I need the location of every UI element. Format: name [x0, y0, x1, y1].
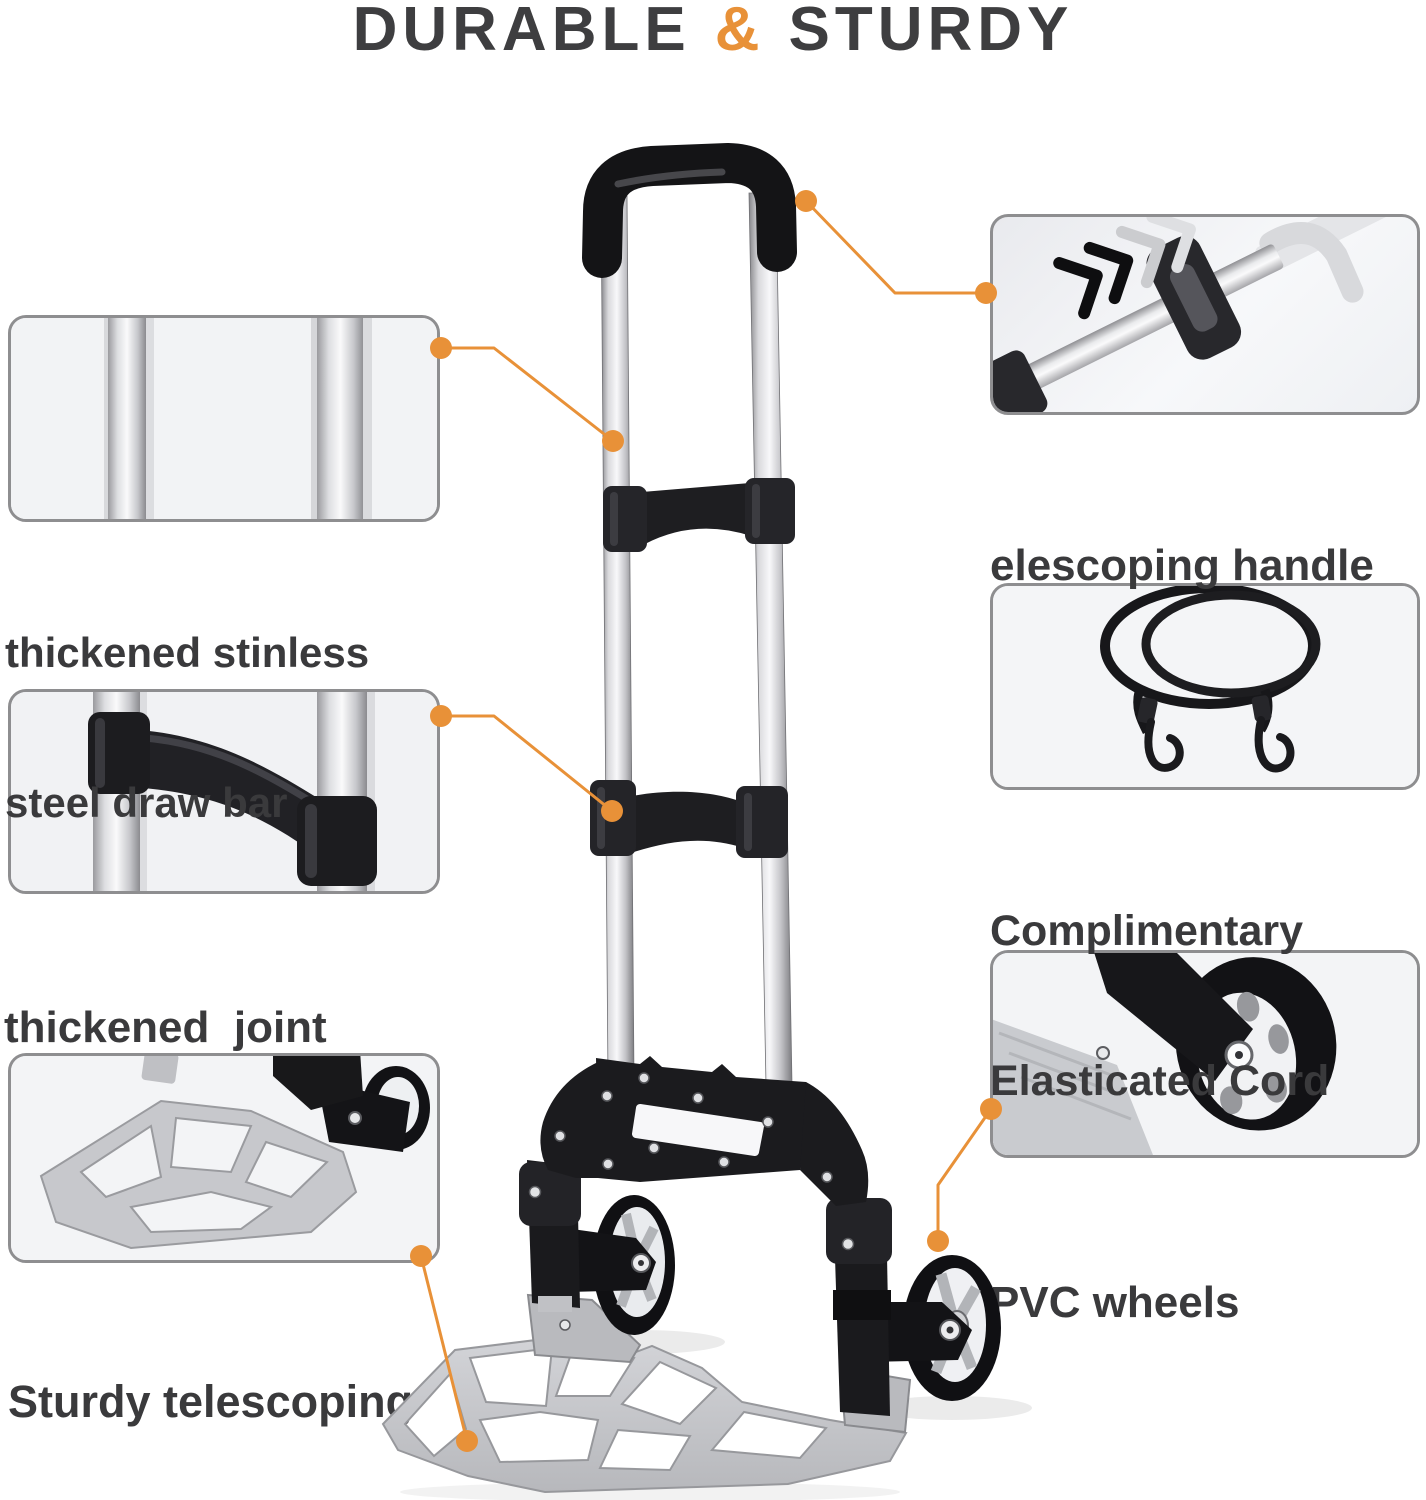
feature-card-wheels: [990, 950, 1420, 1158]
label-line: PVC wheels: [990, 1278, 1240, 1327]
callout-line-wheels: [936, 1108, 993, 1241]
frame-rivets: [554, 1072, 833, 1183]
cord-hook-left: [1144, 718, 1184, 772]
drawbar-closeup-icon: [11, 318, 437, 519]
cord-ferrule-right: [1251, 695, 1272, 722]
ghost-tube: [1255, 217, 1400, 275]
plate-closeup-icon: [11, 1056, 437, 1260]
pvc-wheel-icon: [993, 953, 1417, 1155]
title-word-durable: DURABLE: [352, 0, 691, 64]
ground-shadow: [400, 1330, 1032, 1500]
cord-ferrule-left: [1137, 697, 1158, 724]
feature-label-handle: elescoping handle: [990, 441, 1374, 691]
feature-label-wheels: PVC wheels: [990, 1178, 1239, 1428]
telescoping-handle-icon: [993, 217, 1400, 412]
label-line: thickened joint: [4, 1003, 327, 1052]
feature-label-plate: Sturdy telescoping plate: [8, 1264, 413, 1500]
truck-crossbar: [603, 478, 795, 552]
feature-card-cord: [990, 583, 1420, 790]
feature-card-joint: [8, 689, 440, 894]
telescoping-assembly: [993, 217, 1400, 412]
truck-handle-grip: [582, 143, 797, 278]
draw-bar-tube-right: [317, 318, 364, 519]
label-line: elescoping handle: [990, 541, 1374, 590]
callout-dot-draw-bar-product: [602, 430, 624, 452]
draw-bar-tube-left: [108, 318, 146, 519]
callouts: [419, 199, 993, 1442]
label-line: Elasticated Cord: [990, 1057, 1330, 1105]
callout-dot-joint-product: [601, 800, 623, 822]
closeup-plate-edge: [993, 1019, 1153, 1155]
folding-plate-shape: [39, 1099, 358, 1250]
truck-wheel-forks: [565, 1228, 972, 1362]
callout-dots: [410, 190, 1002, 1452]
joint-bar: [139, 730, 323, 860]
callout-dot-plate-product: [456, 1430, 478, 1452]
label-line: Complimentary: [990, 907, 1304, 955]
plate-hinge: [141, 1056, 179, 1084]
bungee-cord-icon: [993, 586, 1417, 787]
cord-hook-right: [1254, 716, 1295, 773]
label-line: Sturdy telescoping: [8, 1376, 414, 1427]
wheel-fork: [1094, 953, 1253, 1081]
truck-wheel-left: [593, 1195, 675, 1335]
feature-label-draw-bar: thickened stinless steel draw bar: [5, 528, 369, 928]
feature-card-draw-bar: [8, 315, 440, 522]
truck-frame: [540, 1056, 869, 1206]
feature-label-cord: Complimentary Elasticated Cord: [990, 806, 1329, 1206]
truck-plate-brackets: [526, 1293, 912, 1434]
truck-legs: [519, 1160, 892, 1416]
title-ampersand: &: [714, 0, 765, 64]
closeup-background: [11, 318, 437, 519]
feature-label-joint: thickened joint: [4, 903, 327, 1153]
label-line: steel draw bar: [5, 779, 288, 826]
callout-line-handle: [804, 199, 986, 295]
title-word-sturdy: STURDY: [788, 0, 1074, 64]
handle-bracket-end: [993, 350, 1048, 412]
feature-card-handle: [990, 214, 1420, 415]
callout-line-draw-bar: [441, 346, 614, 443]
frame-handle-slot: [632, 1104, 764, 1156]
callout-line-joint: [441, 714, 613, 813]
callout-dot-handle-product: [795, 190, 817, 212]
feature-card-plate: [8, 1053, 440, 1263]
callout-dot-wheels-product: [927, 1230, 949, 1252]
ghost-handle: [1259, 222, 1364, 303]
callout-line-plate: [419, 1255, 469, 1442]
truck-tubes: [600, 192, 793, 1086]
page-title: DURABLE&STURDY: [0, 0, 1426, 65]
truck-joint-crossbar: [590, 780, 788, 858]
motion-chevrons-icon: [1053, 217, 1196, 320]
closeup-leg: [273, 1056, 363, 1110]
label-line: thickened stinless: [5, 629, 370, 676]
joint-closeup-icon: [11, 692, 437, 891]
truck-wheel-right: [903, 1255, 1001, 1401]
cord-loop-inner: [1141, 590, 1321, 698]
truck-plate: [381, 1335, 908, 1494]
